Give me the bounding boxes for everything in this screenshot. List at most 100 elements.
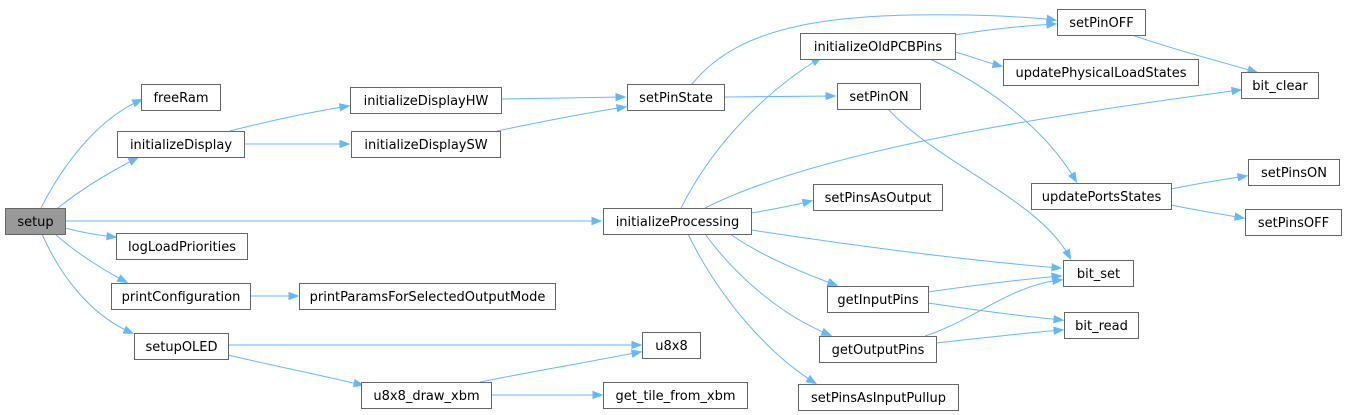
node-updatePhysicalLoadStates[interactable]: updatePhysicalLoadStates [1003, 59, 1199, 86]
node-box [134, 333, 229, 360]
edge-setPinState-to-setPinOFF [691, 14, 1058, 85]
edge-setup-to-printConfiguration [54, 233, 129, 284]
edge-line [704, 89, 1241, 209]
edge-initializeProcessing-to-bit_clear [704, 86, 1243, 209]
node-setPinState[interactable]: setPinState [627, 84, 725, 111]
edge-layer [40, 14, 1259, 400]
edge-line [227, 354, 363, 386]
node-label: initializeDisplay [130, 138, 232, 153]
node-box [798, 384, 959, 411]
node-setup[interactable]: setup [5, 208, 66, 235]
node-getInputPins[interactable]: getInputPins [827, 286, 929, 313]
arrowhead [116, 274, 129, 284]
node-label: printParamsForSelectedOutputMode [310, 290, 546, 305]
node-label: initializeOldPCBPins [814, 40, 943, 55]
edge-getOutputPins-to-bit_set [924, 276, 1064, 337]
edge-line [479, 351, 641, 383]
node-updatePortsStates[interactable]: updatePortsStates [1031, 183, 1172, 210]
arrowhead [826, 278, 839, 287]
node-label: bit_read [1075, 319, 1128, 334]
node-label: get_tile_from_xbm [615, 389, 735, 404]
arrowhead [131, 99, 144, 108]
node-box [800, 33, 956, 60]
edge-line [750, 229, 1061, 269]
edge-line [927, 302, 1063, 321]
node-initializeOldPCBPins[interactable]: initializeOldPCBPins [800, 33, 956, 60]
node-bit_read[interactable]: bit_read [1064, 312, 1139, 339]
node-getOutputPins[interactable]: getOutputPins [819, 336, 937, 363]
node-logLoadPriorities[interactable]: logLoadPriorities [116, 233, 248, 260]
node-label: bit_set [1077, 267, 1120, 282]
node-initializeDisplay[interactable]: initializeDisplay [117, 131, 245, 158]
arrowhead [592, 390, 604, 400]
arrowhead [1233, 212, 1246, 221]
node-label: setupOLED [145, 340, 217, 355]
node-initializeDisplayHW[interactable]: initializeDisplayHW [350, 87, 502, 114]
node-label: setPinsOFF [1258, 216, 1329, 231]
node-setupOLED[interactable]: setupOLED [134, 333, 229, 360]
edge-setupOLED-to-u8x8_draw_xbm [227, 354, 365, 388]
node-label: setPinsON [1261, 166, 1327, 181]
node-box [1057, 9, 1146, 36]
node-box [813, 184, 943, 211]
node-printParamsForSelectedOutputMode[interactable]: printParamsForSelectedOutputMode [299, 283, 556, 310]
edge-initializeDisplayHW-to-setPinState [500, 92, 627, 102]
node-bit_set[interactable]: bit_set [1063, 260, 1134, 287]
edge-initializeDisplaySW-to-setPinState [496, 104, 628, 132]
node-printConfiguration[interactable]: printConfiguration [111, 283, 251, 310]
node-freeRam[interactable]: freeRam [141, 84, 221, 111]
arrowhead [1046, 20, 1058, 29]
arrowhead [1231, 86, 1243, 96]
node-setPinOFF[interactable]: setPinOFF [1057, 9, 1146, 36]
edge-line [496, 106, 626, 132]
node-setPinsON[interactable]: setPinsON [1248, 159, 1340, 186]
edge-printConfiguration-to-printParamsForSelectedOutputMode [250, 291, 300, 301]
node-initializeProcessing[interactable]: initializeProcessing [603, 208, 752, 235]
node-u8x8_draw_xbm[interactable]: u8x8_draw_xbm [361, 382, 492, 409]
arrowhead [1051, 263, 1063, 272]
edge-initializeOldPCBPins-to-updatePortsStates [929, 58, 1078, 184]
arrowhead [631, 340, 643, 350]
edge-initializeDisplay-to-initializeDisplayHW [229, 103, 351, 132]
node-box [1241, 72, 1319, 99]
edge-line [40, 99, 142, 209]
node-setPinsAsOutput[interactable]: setPinsAsOutput [813, 184, 943, 211]
node-setPinsOFF[interactable]: setPinsOFF [1245, 209, 1342, 236]
node-box [350, 87, 502, 114]
edge-u8x8_draw_xbm-to-u8x8 [479, 349, 643, 383]
edge-line [687, 233, 816, 384]
arrowhead [991, 59, 1004, 69]
arrowhead [338, 103, 351, 112]
node-label: getInputPins [837, 293, 918, 308]
edge-line [680, 57, 821, 209]
arrowhead [106, 231, 118, 241]
edge-line [1170, 204, 1244, 219]
edge-updatePortsStates-to-setPinsON [1170, 173, 1249, 190]
edge-getInputPins-to-bit_set [927, 272, 1063, 293]
node-bit_clear[interactable]: bit_clear [1241, 72, 1319, 99]
arrowhead [805, 374, 818, 385]
node-label: setPinState [639, 91, 713, 106]
node-get_tile_from_xbm[interactable]: get_tile_from_xbm [603, 382, 748, 409]
node-box [1063, 260, 1134, 287]
node-u8x8[interactable]: u8x8 [642, 332, 701, 359]
node-setPinON[interactable]: setPinON [837, 83, 921, 110]
node-box [111, 283, 251, 310]
edge-line [500, 96, 625, 100]
node-setPinsAsInputPullup[interactable]: setPinsAsInputPullup [798, 384, 959, 411]
edge-initializeProcessing-to-setPinsAsInputPullup [687, 233, 818, 385]
edge-initializeOldPCBPins-to-setPinOFF [954, 20, 1058, 36]
node-box [361, 382, 492, 409]
node-initializeDisplaySW[interactable]: initializeDisplaySW [351, 131, 501, 158]
node-box [5, 208, 66, 235]
edge-setup-to-logLoadPriorities [64, 227, 118, 241]
arrowhead [1052, 276, 1064, 286]
node-box [299, 283, 556, 310]
edge-line [924, 279, 1062, 337]
node-label: initializeDisplayHW [364, 94, 489, 109]
node-box [117, 131, 245, 158]
edge-initializeDisplay-to-initializeDisplaySW [244, 139, 351, 149]
node-box [642, 332, 701, 359]
arrowhead [1068, 171, 1078, 184]
